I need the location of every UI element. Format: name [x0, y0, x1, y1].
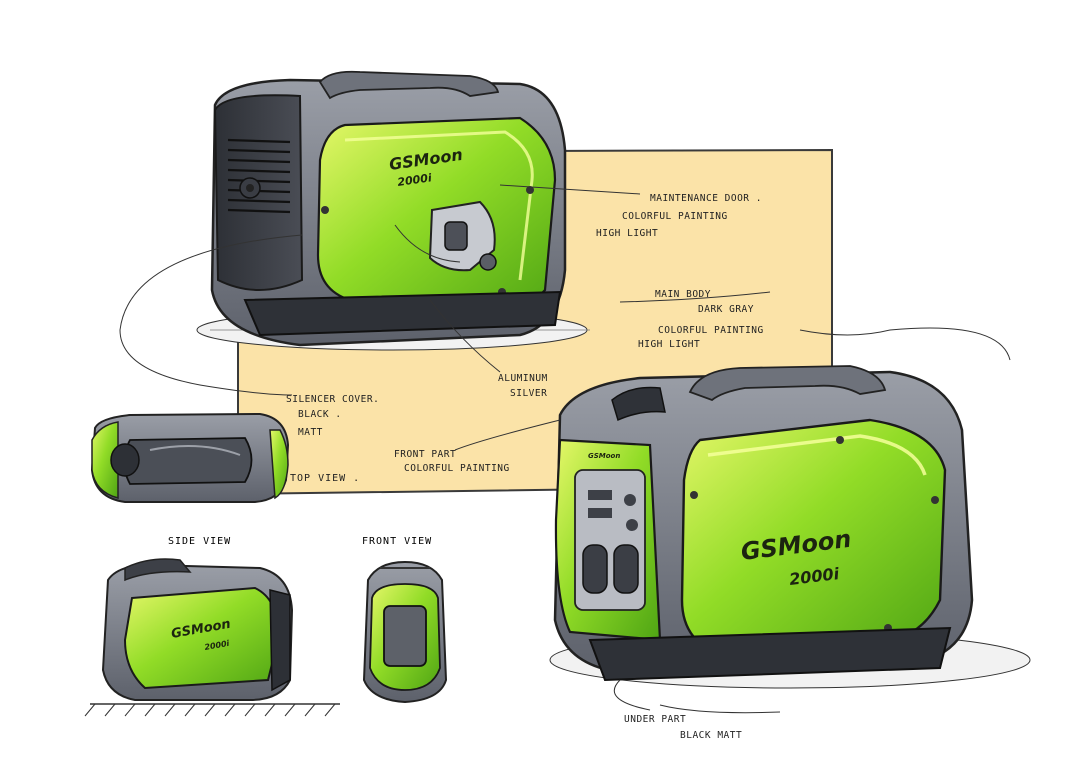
leader-lines: [119, 184, 1011, 714]
label-maintenance-door: MAINTENANCE DOOR .: [650, 193, 762, 204]
model-logo-main: 2000i: [397, 171, 433, 189]
label-silencer-color: BLACK .: [298, 409, 342, 420]
top-view-sketch: TOP VIEW .: [90, 412, 360, 503]
label-silencer-cover: SILENCER COVER.: [286, 394, 379, 405]
label-colorful-highlight: HIGH LIGHT: [638, 339, 700, 350]
annotation-labels: MAINTENANCE DOOR . COLORFUL PAINTING HIG…: [286, 193, 764, 741]
label-front-part-paint: COLORFUL PAINTING: [404, 463, 510, 474]
front-view-sketch: FRONT VIEW: [362, 536, 448, 704]
side-view-sketch: GSMoon 2000i SIDE VIEW: [84, 536, 340, 717]
front-view-label: FRONT VIEW: [362, 536, 432, 547]
main-generator-view: GSMoon 2000i: [196, 70, 590, 351]
label-main-body: MAIN BODY: [655, 289, 711, 300]
label-colorful-painting: COLORFUL PAINTING: [658, 325, 764, 336]
label-aluminum: ALUMINUM: [498, 373, 548, 384]
side-view-label: SIDE VIEW: [168, 536, 231, 547]
label-aluminum-color: SILVER: [510, 388, 547, 399]
front-part-view: GSMoon GSMoon 2000i: [549, 365, 1031, 689]
label-maintenance-colorful: COLORFUL PAINTING: [622, 211, 728, 222]
mini-brand: GSMoon: [588, 452, 620, 460]
label-silencer-finish: MATT: [298, 427, 323, 438]
label-under-part-finish: BLACK MATT: [680, 730, 742, 741]
label-maintenance-highlight: HIGH LIGHT: [596, 228, 658, 239]
top-view-label: TOP VIEW .: [290, 473, 360, 484]
label-front-part: FRONT PART: [394, 449, 456, 460]
label-main-body-color: DARK GRAY: [698, 304, 754, 315]
label-under-part: UNDER PART: [624, 714, 686, 725]
svg-text:2000i: 2000i: [204, 639, 230, 652]
